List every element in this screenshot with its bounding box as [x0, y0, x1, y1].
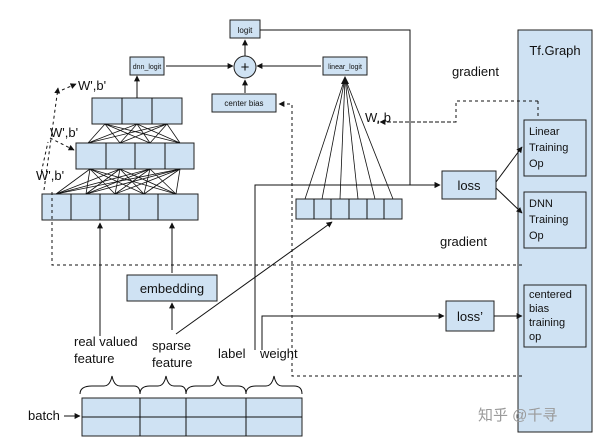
weight-label: weight	[259, 346, 298, 361]
embedding-label: embedding	[140, 281, 204, 296]
dnn-op-line-3: Op	[529, 230, 544, 242]
embedding-box	[126, 274, 218, 302]
linear-features	[295, 76, 403, 220]
dnn-op-line-1: DNN	[529, 198, 553, 210]
real-valued-line-2: feature	[74, 351, 114, 366]
sparse-line-2: feature	[152, 355, 192, 370]
centered-op-line-3: training	[529, 317, 565, 329]
linear-logit-box	[322, 56, 368, 76]
loss-label: loss	[457, 178, 481, 193]
wb-prime-bottom: W',b'	[36, 168, 64, 183]
center-bias-label: center bias	[224, 99, 263, 108]
gradient-top-label: gradient	[452, 64, 499, 79]
dnn-input-layer	[41, 193, 199, 221]
linear-logit-label: linear_logit	[328, 64, 362, 71]
batch-table	[81, 397, 303, 437]
centered-op-line-2: bias	[529, 303, 550, 315]
centered-op-line-1: centered	[529, 289, 572, 301]
logit-label: logit	[238, 26, 253, 35]
dnn-top-layer	[91, 97, 183, 125]
loss-prime-label: loss’	[457, 309, 483, 324]
tf-graph-panel: Tf.Graph Linear Training Op DNN Training…	[517, 29, 593, 433]
batch-label: batch	[28, 408, 60, 423]
linear-op-line-3: Op	[529, 158, 544, 170]
feature-braces	[79, 375, 303, 395]
dnn-network: W',b' W',b' W',b'	[36, 75, 199, 221]
loss-box	[441, 170, 497, 200]
wb-prime-mid: W',b'	[50, 125, 78, 140]
sparse-line-1: sparse	[152, 338, 191, 353]
centered-bias-op-box	[523, 284, 587, 348]
plus-sign: +	[241, 59, 250, 76]
logit-box	[229, 19, 261, 39]
linear-op-line-2: Training	[529, 142, 568, 154]
gradient-bottom-label: gradient	[440, 234, 487, 249]
svg-text:sparse feature: sparse feature	[152, 338, 195, 370]
svg-text:real valued feature: real valued feature	[74, 334, 141, 366]
linear-training-op-box	[523, 119, 587, 177]
center-bias-box	[211, 93, 277, 113]
real-valued-line-1: real valued	[74, 334, 138, 349]
dnn-training-op-box	[523, 191, 587, 249]
svg-text:DNN Training Op: DNN Training Op	[529, 198, 571, 242]
dnn-logit-box	[129, 56, 165, 76]
linear-op-line-1: Linear	[529, 126, 560, 138]
dnn-logit-label: dnn_logit	[133, 64, 161, 71]
wb-prime-top: W',b'	[78, 78, 106, 93]
wb-label: W, b	[365, 110, 391, 125]
svg-text:Linear Training Op: Linear Training Op	[529, 126, 571, 170]
centered-op-line-4: op	[529, 331, 541, 343]
tf-graph-title: Tf.Graph	[529, 43, 580, 58]
svg-text:centered bias trai: centered bias training op	[529, 289, 575, 343]
label-label: label	[218, 346, 246, 361]
dnn-op-line-2: Training	[529, 214, 568, 226]
watermark: 知乎 @千寻	[478, 407, 557, 424]
